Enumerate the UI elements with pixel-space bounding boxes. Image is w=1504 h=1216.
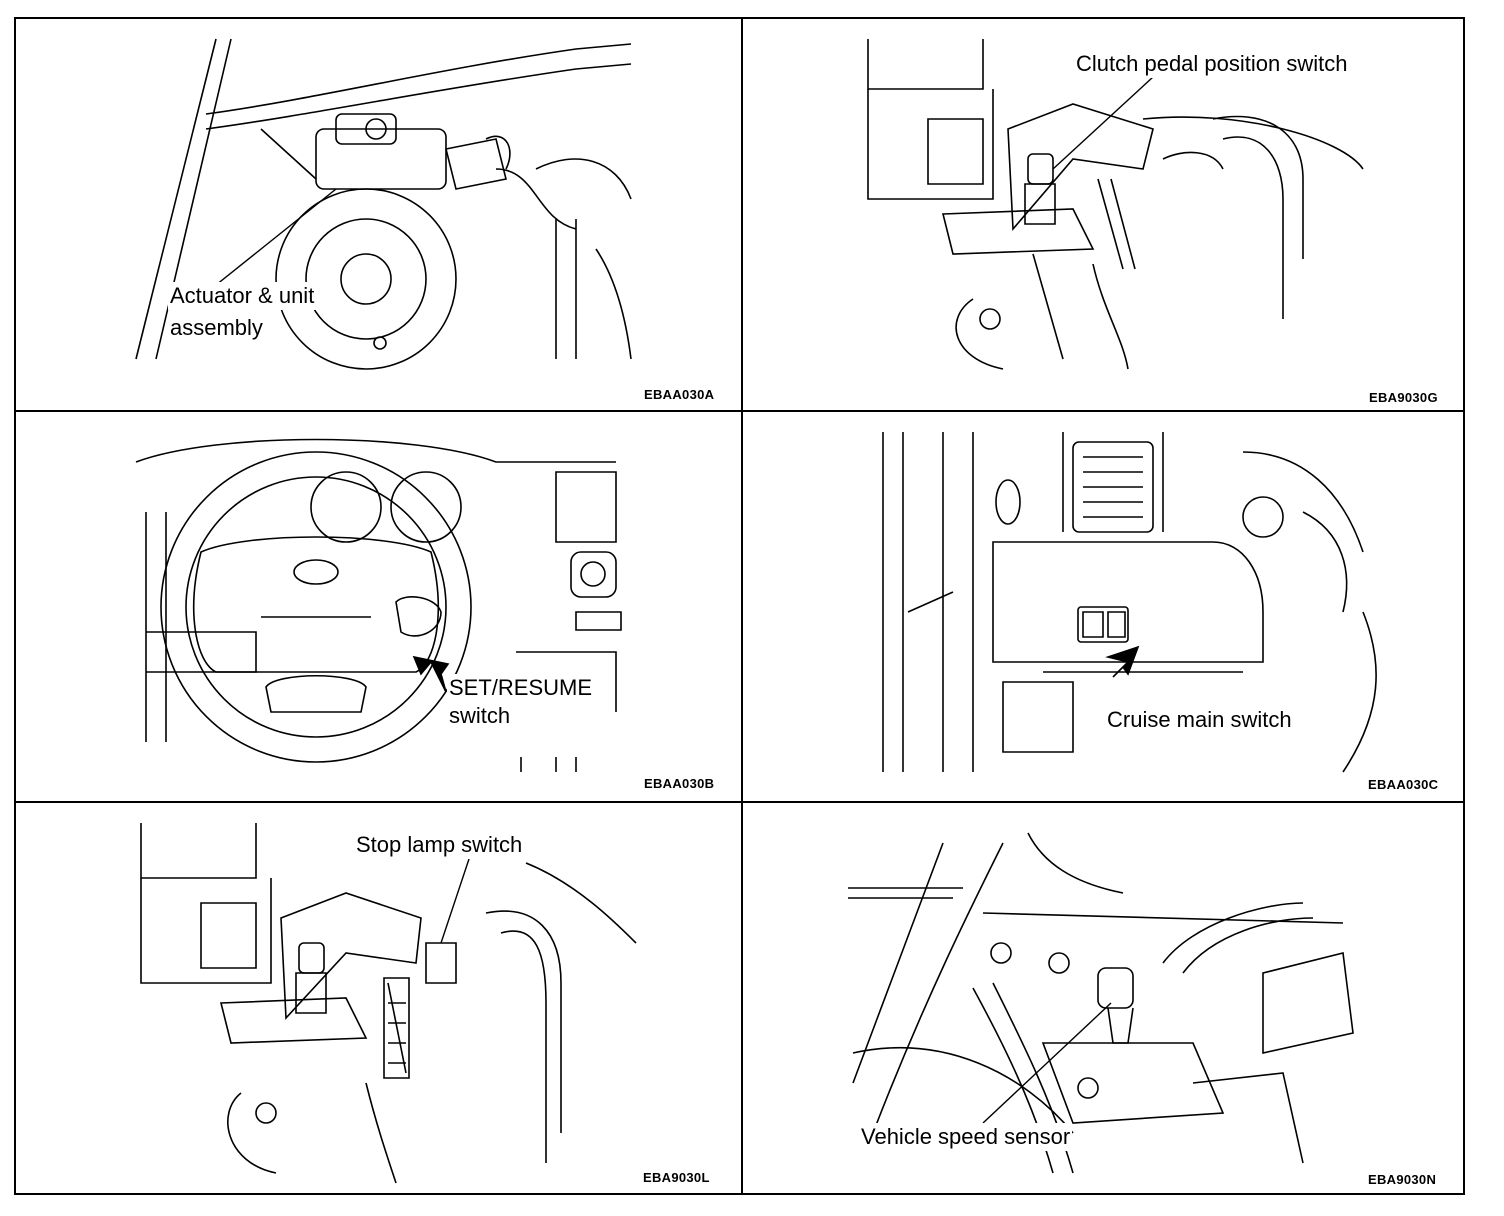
figure-code: EBAA030A bbox=[644, 387, 715, 402]
figure-grid: Actuator & unit assembly EBAA030A Clutch… bbox=[14, 17, 1465, 1195]
steering-wheel-illustration bbox=[16, 412, 741, 801]
panel-actuator: Actuator & unit assembly EBAA030A bbox=[16, 19, 741, 410]
panel-set-resume: SET/RESUME switch EBAA030B bbox=[16, 412, 741, 801]
actuator-label-line1: Actuator & unit bbox=[168, 282, 317, 310]
vehicle-speed-sensor-label: Vehicle speed sensor bbox=[859, 1123, 1073, 1151]
clutch-pedal-illustration bbox=[743, 19, 1465, 410]
figure-code: EBA9030G bbox=[1369, 390, 1438, 405]
speed-sensor-illustration bbox=[743, 803, 1465, 1193]
figure-code: EBAA030C bbox=[1368, 777, 1439, 792]
panel-cruise-main: Cruise main switch EBAA030C bbox=[743, 412, 1465, 801]
set-resume-label-line1: SET/RESUME bbox=[447, 674, 595, 702]
panel-stop-lamp: Stop lamp switch EBA9030L bbox=[16, 803, 741, 1193]
grid-divider-horizontal-1 bbox=[16, 410, 1463, 412]
grid-divider-vertical bbox=[741, 19, 743, 1193]
clutch-switch-label: Clutch pedal position switch bbox=[1074, 50, 1350, 78]
figure-code: EBA9030N bbox=[1368, 1172, 1437, 1187]
cruise-main-switch-label: Cruise main switch bbox=[1105, 706, 1294, 734]
panel-clutch-switch: Clutch pedal position switch EBA9030G bbox=[743, 19, 1465, 410]
figure-code: EBA9030L bbox=[643, 1170, 710, 1185]
figure-code: EBAA030B bbox=[644, 776, 715, 791]
stop-lamp-switch-label: Stop lamp switch bbox=[354, 831, 525, 859]
panel-speed-sensor: Vehicle speed sensor EBA9030N bbox=[743, 803, 1465, 1193]
stop-lamp-illustration bbox=[16, 803, 741, 1193]
dashboard-illustration bbox=[743, 412, 1465, 801]
actuator-illustration bbox=[16, 19, 741, 410]
actuator-label-line2: assembly bbox=[168, 314, 265, 342]
set-resume-label-line2: switch bbox=[447, 702, 513, 730]
grid-divider-horizontal-2 bbox=[16, 801, 1463, 803]
